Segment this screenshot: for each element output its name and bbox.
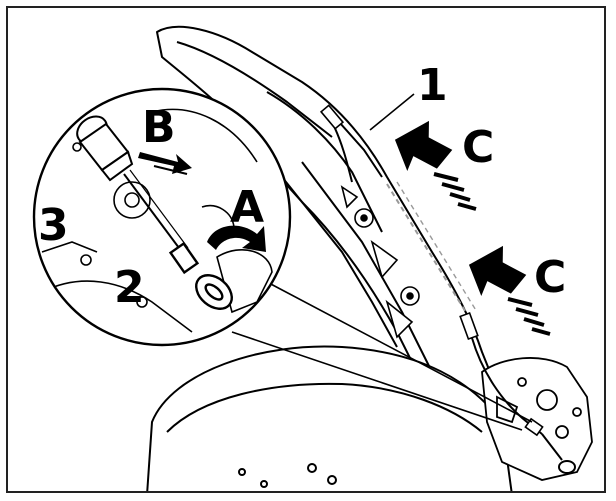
detail-cable — [123, 173, 183, 253]
push-arrow-icon — [394, 120, 477, 211]
label-part-3: 3 — [38, 200, 69, 251]
seat — [146, 345, 513, 491]
frame-details — [340, 185, 420, 339]
cable-ring-small — [558, 460, 576, 474]
label-direction-c-upper: C — [462, 122, 494, 173]
hidden-cable-section — [386, 183, 468, 315]
cable-lower-end — [459, 311, 479, 341]
label-step-a: A — [230, 182, 264, 233]
detail-magnifier — [32, 87, 292, 347]
cable-ring-end — [168, 241, 233, 310]
label-part-2: 2 — [114, 262, 145, 313]
rotate-arrow-icon — [207, 225, 266, 252]
cable-upper-end — [319, 104, 345, 130]
lift-arrow-icon — [468, 245, 551, 336]
magnifier-leaders — [231, 281, 533, 431]
cable-lock-housing — [76, 115, 134, 182]
label-step-b: B — [142, 102, 176, 153]
slide-arrow-icon — [138, 152, 192, 175]
leader-1 — [369, 93, 415, 131]
illustration-frame: 1 2 3 A B C C — [6, 6, 606, 493]
label-direction-c-lower: C — [534, 252, 566, 303]
seat-release-diagram: 1 2 3 A B C C — [32, 25, 593, 491]
release-cable — [319, 104, 576, 474]
seat-lock-assembly — [481, 357, 593, 481]
label-part-1: 1 — [417, 60, 448, 111]
